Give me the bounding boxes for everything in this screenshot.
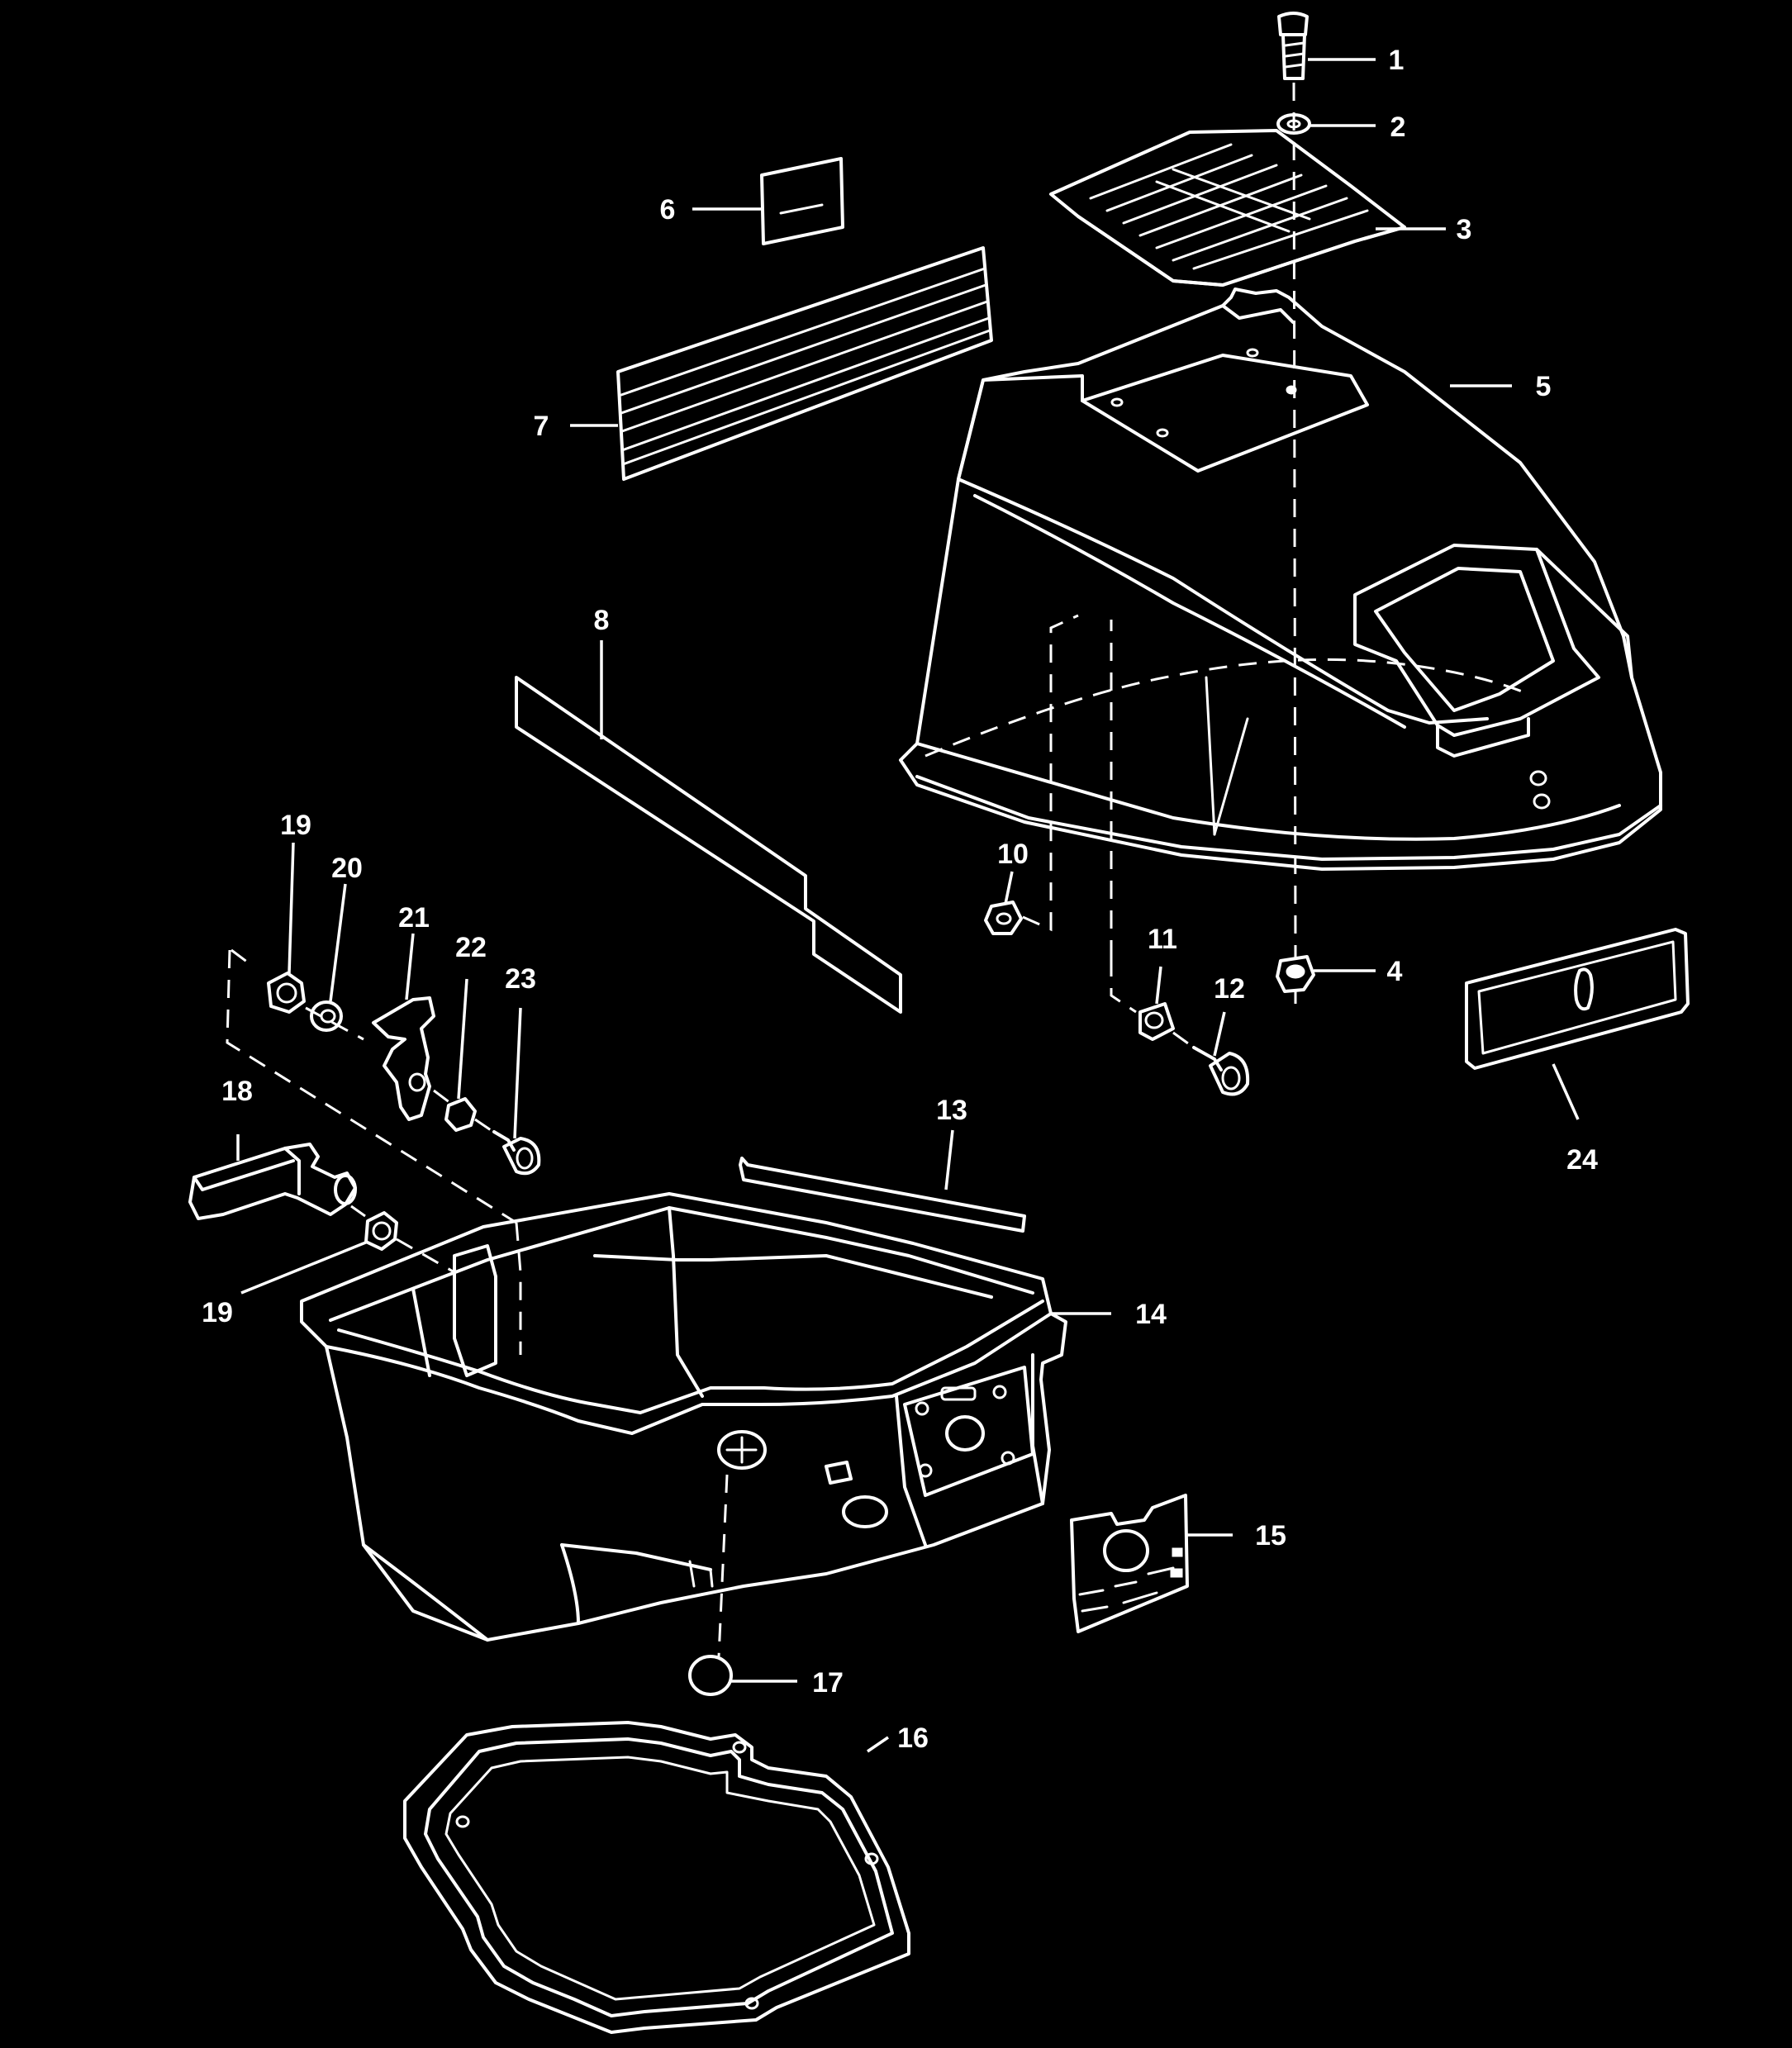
assembly-dashed-lines	[226, 82, 1297, 1657]
callout-18: 18	[221, 1076, 253, 1107]
callout-19-upper: 19	[280, 810, 311, 841]
callout-16: 16	[897, 1723, 929, 1754]
callout-14: 14	[1135, 1299, 1167, 1330]
callout-5: 5	[1536, 371, 1552, 402]
callout-17: 17	[812, 1667, 844, 1699]
part-17-plug	[688, 1655, 733, 1696]
callout-4: 4	[1387, 956, 1403, 987]
part-12-screw	[1192, 1046, 1250, 1096]
callout-2: 2	[1390, 112, 1406, 143]
callout-23: 23	[505, 963, 536, 995]
callout-labels: 1 2 3 4 5 6 7 8 10 11 12 13 14 15 16 17 …	[202, 45, 1598, 1754]
callout-19-lower: 19	[202, 1297, 233, 1328]
part-19-nut-lower	[364, 1211, 398, 1251]
part-7-stripe-decal	[616, 246, 993, 481]
part-21-latch-lever	[372, 996, 435, 1121]
callout-11: 11	[1148, 924, 1177, 955]
part-1-screw	[1277, 12, 1309, 80]
part-6-decal	[760, 157, 844, 245]
part-22-nut	[444, 1097, 477, 1132]
part-14-bottom-cowl	[300, 1192, 1067, 1642]
part-4-nut	[1276, 955, 1315, 993]
callout-24: 24	[1566, 1144, 1598, 1176]
callout-20: 20	[331, 853, 363, 884]
callout-15: 15	[1255, 1520, 1286, 1551]
part-8-liner-panel	[515, 676, 902, 1014]
part-18-handle	[188, 1143, 357, 1220]
callout-7: 7	[534, 411, 549, 442]
callout-22: 22	[455, 932, 487, 963]
part-11-bushing	[1138, 1002, 1175, 1041]
part-16-gasket	[403, 1721, 910, 2034]
part-3-top-grille	[1049, 129, 1406, 287]
callout-1: 1	[1389, 45, 1405, 76]
callout-6: 6	[660, 194, 676, 226]
callout-10: 10	[997, 839, 1029, 870]
part-10-nut	[984, 900, 1023, 935]
part-23-screw	[492, 1130, 541, 1176]
callout-3: 3	[1457, 214, 1472, 245]
part-24-name-badge	[1465, 928, 1690, 1070]
callout-8: 8	[594, 605, 610, 636]
callout-13: 13	[936, 1095, 967, 1126]
callout-12: 12	[1214, 973, 1245, 1005]
callout-21: 21	[398, 902, 430, 934]
part-13-trim-strip	[739, 1157, 1026, 1233]
part-15-plate	[1070, 1494, 1189, 1633]
leader-lines	[236, 58, 1580, 1753]
part-19-nut-upper	[267, 972, 306, 1014]
